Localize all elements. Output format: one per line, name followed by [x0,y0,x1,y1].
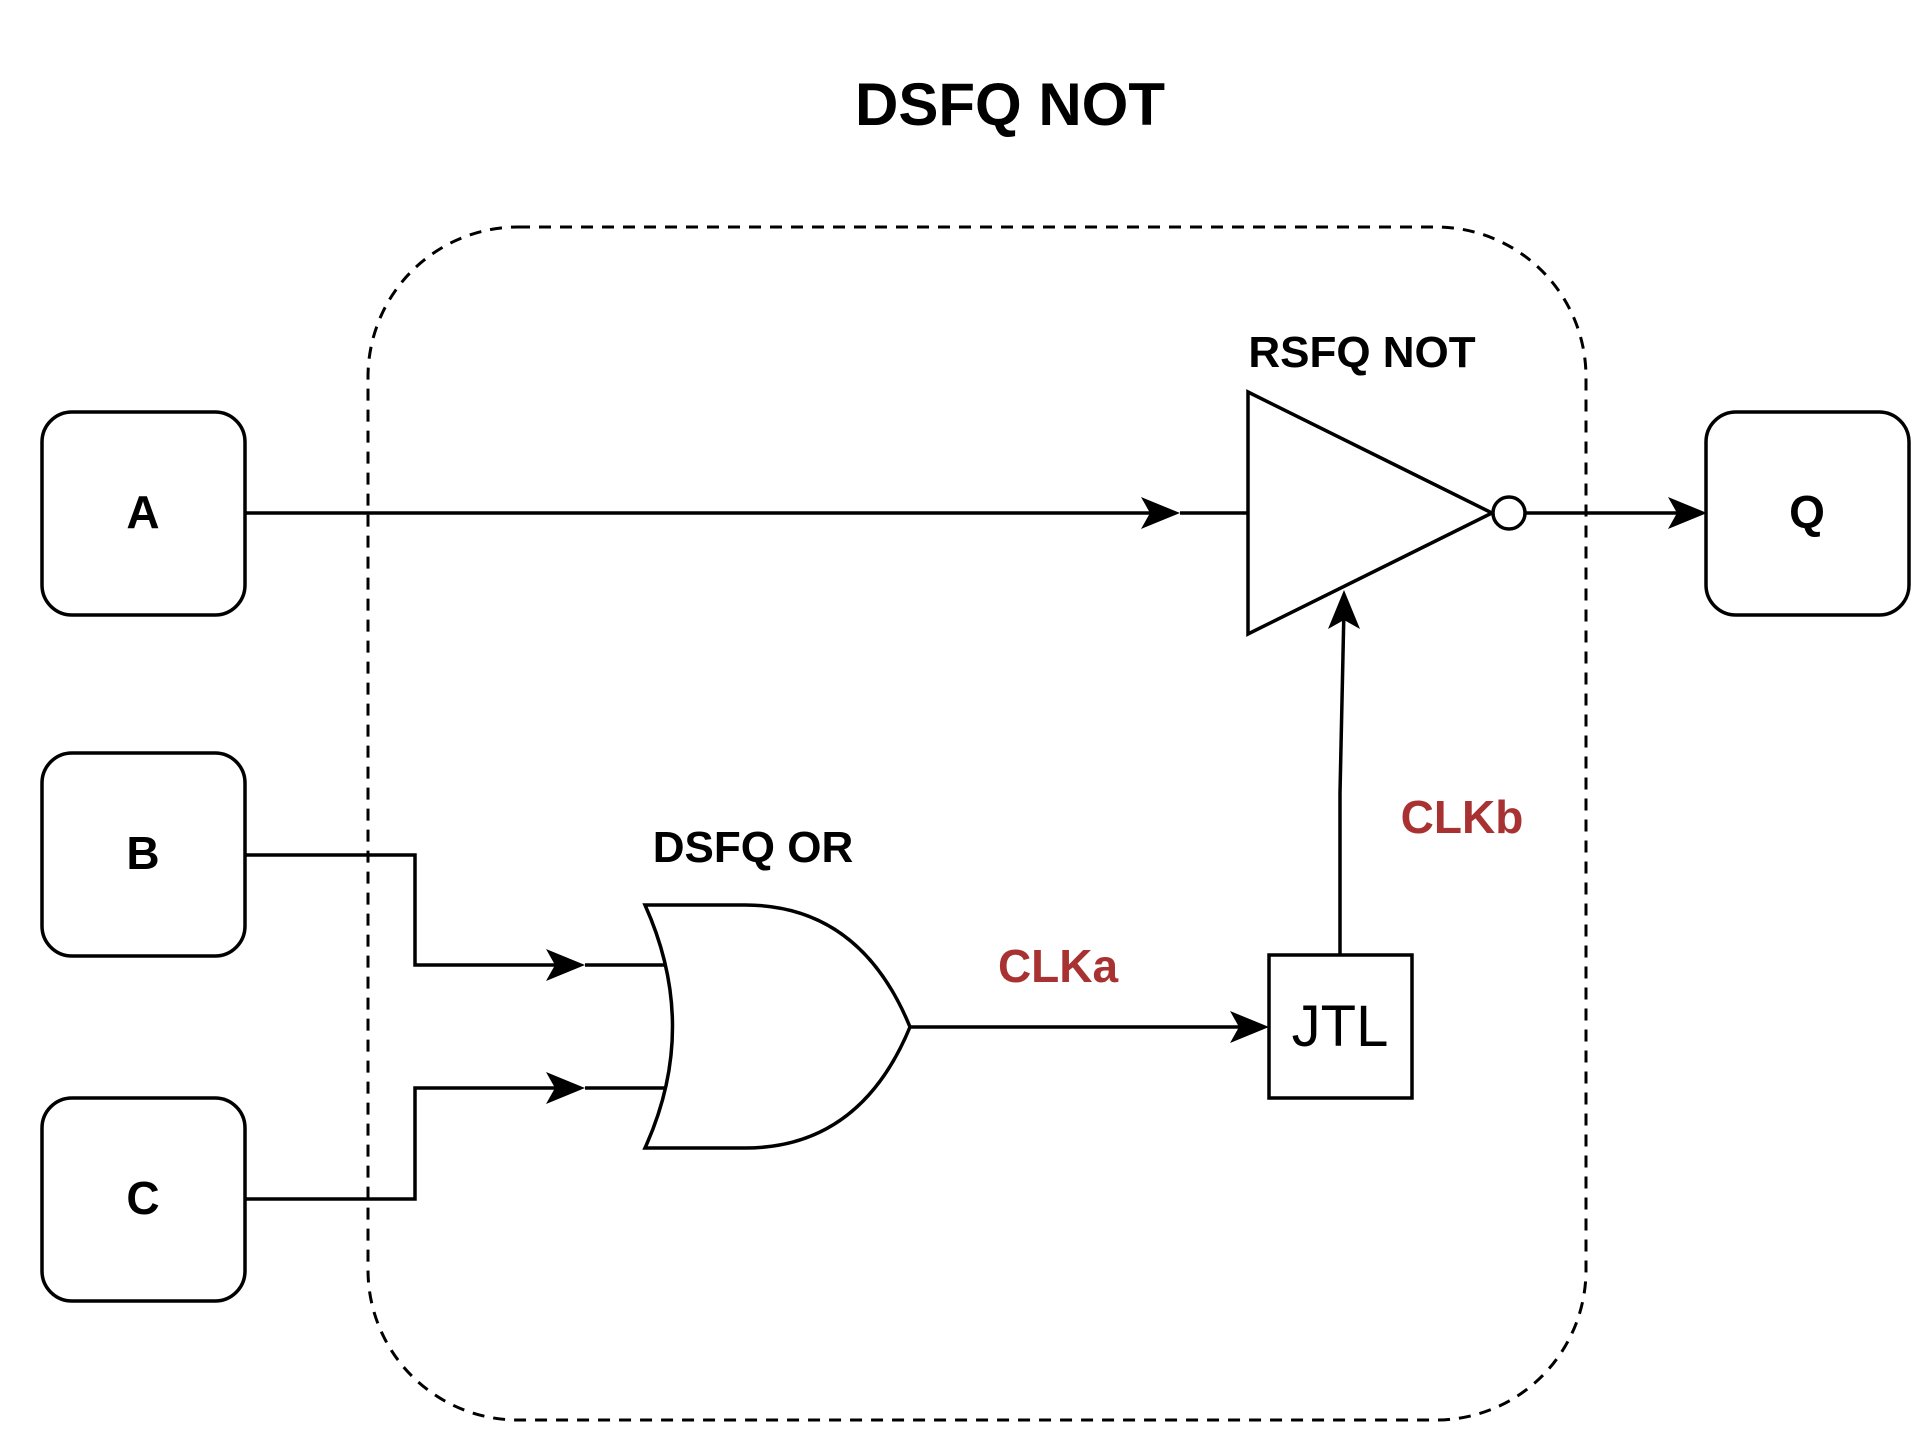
arrowhead-q [1668,497,1707,529]
wire-or-to-jtl [910,1011,1269,1043]
dsfq-not-boundary [366,225,1588,1422]
dsfq-or-gate[interactable] [642,903,912,1150]
input-a-label: A [126,486,159,538]
diagram-title: DSFQ NOT [855,71,1165,138]
wire-jtl-to-not [1328,590,1360,955]
rsfq-not-triangle[interactable] [1246,389,1496,637]
input-a-block[interactable]: A [40,410,247,617]
jtl-block[interactable]: JTL [1267,953,1414,1100]
arrowhead-b [546,949,585,981]
clka-label: CLKa [998,940,1119,992]
arrowhead-c [546,1072,585,1104]
rsfq-not-gate[interactable] [1246,389,1527,637]
clkb-label: CLKb [1401,791,1524,843]
input-c-block[interactable]: C [40,1096,247,1303]
dsfq-or-label: DSFQ OR [653,823,853,872]
arrowhead-clkb [1328,590,1360,629]
input-b-block[interactable]: B [40,751,247,958]
output-q-label: Q [1789,486,1825,538]
input-b-label: B [126,827,159,879]
input-c-label: C [126,1172,159,1224]
output-q-block[interactable]: Q [1704,410,1911,617]
rsfq-not-inversion-bubble [1491,495,1527,531]
arrowhead-jtl [1230,1011,1269,1043]
wire-c-to-or [245,1072,672,1201]
wire-a-to-not [245,497,1248,529]
jtl-label: JTL [1292,994,1389,1059]
wire-not-to-q [1525,497,1707,529]
rsfq-not-label: RSFQ NOT [1248,328,1475,377]
output-q-box[interactable] [1704,410,1911,617]
wire-b-to-or [245,853,672,981]
arrowhead-a [1141,497,1180,529]
jtl-box[interactable] [1267,953,1414,1100]
